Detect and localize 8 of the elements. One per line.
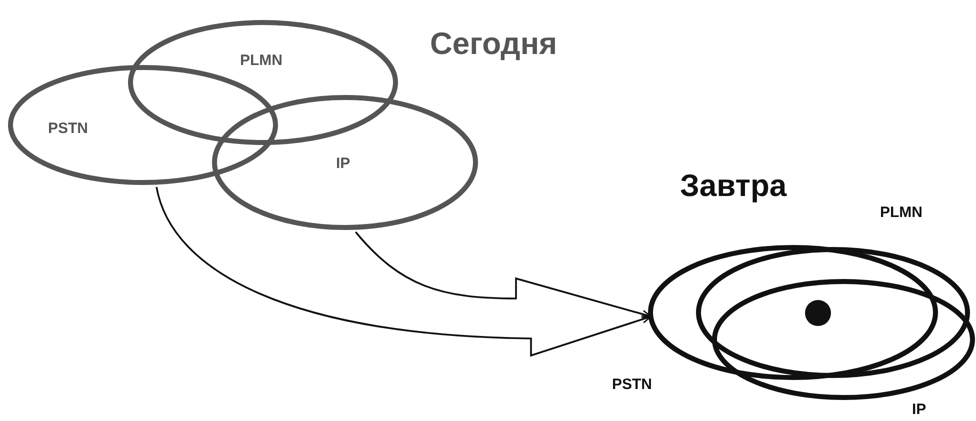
set-label: PLMN [880,204,922,221]
heading: Сегодня [430,26,558,62]
set-label: IP [336,155,350,172]
heading: Завтра [680,168,787,204]
set-label: PSTN [612,376,652,393]
set-label: PLMN [240,52,282,69]
set-label: PSTN [48,120,88,137]
set-label: IP [912,401,926,418]
